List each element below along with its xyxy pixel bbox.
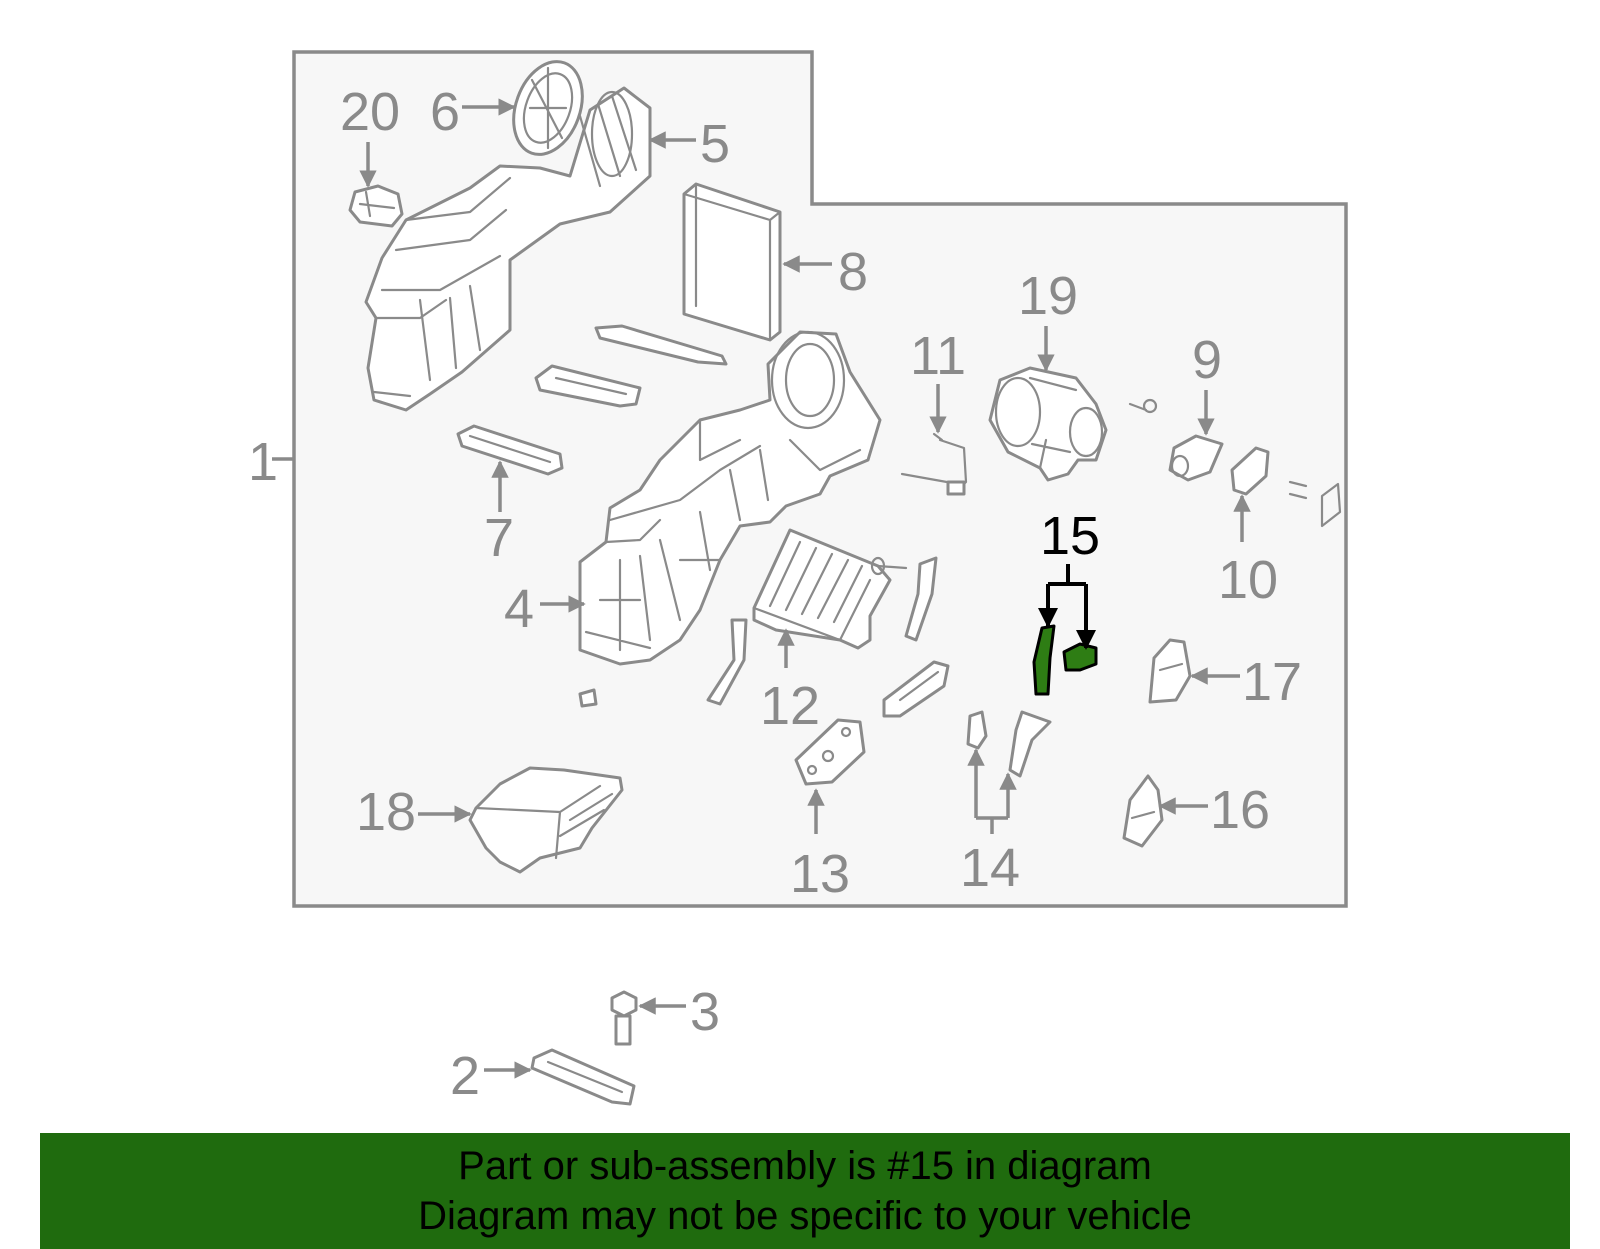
callout-11[interactable]: 11 [910, 326, 966, 386]
callout-3[interactable]: 3 [690, 982, 720, 1042]
seal-parts [706, 556, 950, 718]
part-12[interactable] [752, 528, 908, 650]
callout-20[interactable]: 20 [340, 82, 400, 142]
callout-15[interactable]: 15 [1040, 506, 1100, 566]
part-11[interactable] [900, 432, 968, 496]
callout-13[interactable]: 13 [790, 844, 850, 904]
banner-line-2: Diagram may not be specific to your vehi… [418, 1194, 1192, 1238]
callout-9[interactable]: 9 [1192, 330, 1222, 390]
part-18[interactable] [468, 766, 624, 874]
part-9[interactable] [1168, 434, 1224, 482]
leader-15 [1048, 564, 1086, 586]
callout-1[interactable]: 1 [248, 432, 278, 492]
banner-line-1: Part or sub-assembly is #15 in diagram [458, 1144, 1152, 1188]
part-2[interactable] [530, 1048, 636, 1106]
callout-17[interactable]: 17 [1242, 652, 1302, 712]
part-10[interactable] [1230, 446, 1342, 528]
part-6[interactable] [502, 52, 595, 164]
part-14[interactable] [966, 710, 1052, 778]
part-3[interactable] [610, 990, 638, 1046]
callout-7[interactable]: 7 [484, 508, 514, 568]
part-8[interactable] [682, 182, 782, 342]
callout-12[interactable]: 12 [760, 676, 820, 736]
callout-19[interactable]: 19 [1018, 266, 1078, 326]
info-banner: Part or sub-assembly is #15 in diagram D… [40, 1133, 1570, 1249]
callout-14[interactable]: 14 [960, 838, 1020, 898]
callout-5[interactable]: 5 [700, 114, 730, 174]
part-13[interactable] [794, 718, 866, 786]
callout-2[interactable]: 2 [450, 1046, 480, 1106]
part-19[interactable] [988, 366, 1108, 482]
callout-18[interactable]: 18 [356, 782, 416, 842]
callout-10[interactable]: 10 [1218, 550, 1278, 610]
callout-16[interactable]: 16 [1210, 780, 1270, 840]
screw-small [1128, 398, 1158, 414]
small-clip-a [578, 688, 598, 708]
part-17[interactable] [1148, 638, 1192, 704]
part-4[interactable] [578, 330, 882, 666]
leader-14 [976, 816, 1008, 834]
callout-6[interactable]: 6 [430, 82, 460, 142]
bracket-a [534, 324, 728, 408]
part-5[interactable] [364, 86, 652, 412]
callout-4[interactable]: 4 [504, 579, 534, 639]
part-20[interactable] [348, 184, 404, 228]
callout-8[interactable]: 8 [838, 242, 868, 302]
part-16[interactable] [1122, 774, 1164, 848]
part-7[interactable] [456, 424, 564, 476]
